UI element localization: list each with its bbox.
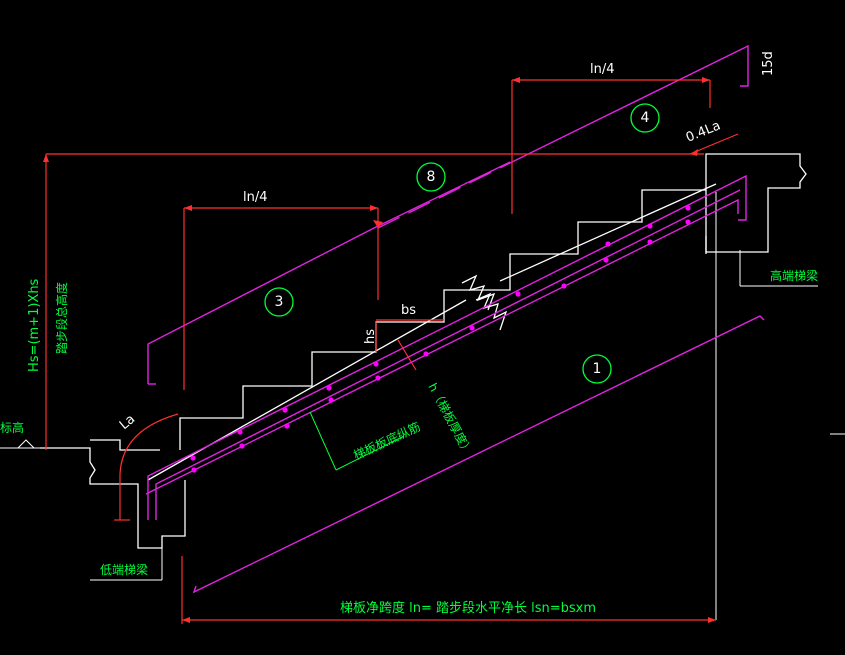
- bar-4-number: 4: [641, 110, 650, 126]
- low-beam-label: 低端梯梁: [100, 562, 148, 577]
- bar-markers: [264, 103, 660, 384]
- bar-8-circle: [416, 162, 446, 192]
- elevation-marker: [0, 439, 40, 449]
- ln4-top-label: ln/4: [590, 62, 615, 77]
- bottom-span-label: 梯板净跨度 ln= 踏步段水平净长 lsn=bsxm: [340, 600, 596, 616]
- high-beam-label: 高端梯梁: [770, 268, 818, 283]
- left-height-label: Hs=(m+1)Xhs: [27, 278, 42, 372]
- red-dimensions: [45, 79, 739, 624]
- bar-8-number: 8: [427, 169, 436, 185]
- bar-3-circle: [264, 287, 294, 317]
- slab-thickness-label: h（梯板厚度）: [425, 380, 476, 457]
- rebar-dots: [190, 205, 691, 473]
- bs-label: bs: [401, 303, 416, 318]
- left-height-desc: 踏步段总高度: [54, 282, 69, 354]
- bar-3-number: 3: [275, 294, 284, 310]
- rebar-lines: [145, 44, 765, 594]
- slab-bottom-label: 梯板板底纵筋: [351, 419, 423, 463]
- ln4-mid-label: ln/4: [243, 190, 268, 205]
- bar-4-circle: [630, 103, 660, 133]
- bar-1-circle: [582, 354, 612, 384]
- d15-label: 15d: [761, 51, 776, 76]
- hs-label: hs: [363, 329, 378, 344]
- green-leaders: [309, 411, 405, 471]
- bar-1-number: 1: [593, 361, 602, 377]
- anchor-04la-label: 0.4La: [684, 118, 723, 145]
- elevation-label: 标高: [0, 420, 24, 435]
- la-label: La: [117, 412, 138, 433]
- red-arrows: [43, 77, 716, 623]
